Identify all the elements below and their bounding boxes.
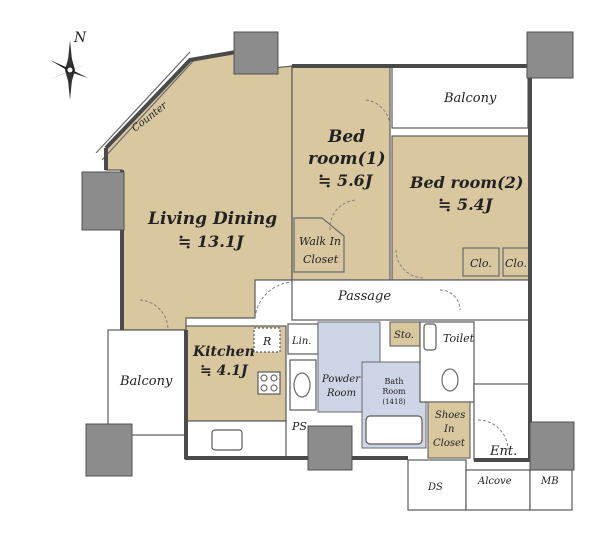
kitchen-size: ≒ 4.1J (200, 363, 249, 379)
closet-a (462, 247, 500, 277)
counter-line (101, 57, 197, 161)
walk-in-closet-line2: Closet (303, 253, 339, 266)
compass-north-label: N (73, 30, 87, 46)
bath-room-line2: Room (382, 387, 406, 396)
walk-in-closet (293, 217, 345, 273)
living-dining-name: Living Dining (147, 209, 277, 229)
linen-closet (287, 323, 319, 355)
refrigerator-space (253, 327, 281, 353)
shoes-in-closet (427, 401, 471, 459)
ds-space (407, 459, 467, 511)
powder-room-line2: Room (326, 388, 356, 399)
entrance-label: Ent. (489, 444, 517, 459)
walk-in-closet-line1: Walk In (299, 235, 341, 248)
toilet-icon (441, 368, 459, 392)
storage (389, 321, 421, 347)
bedroom-1-size: ≒ 5.6J (318, 171, 374, 190)
toilet-basin-icon (423, 323, 437, 351)
mb-space (529, 469, 573, 511)
balcony-top-label: Balcony (443, 91, 497, 106)
passage (291, 279, 531, 321)
storage-label: Sto. (394, 330, 414, 341)
refrigerator-label: R (262, 335, 271, 348)
pillar-top-right (526, 31, 574, 79)
pillar-left (81, 171, 125, 231)
bath-room-size: (1418) (382, 398, 406, 406)
alcove (465, 469, 531, 511)
kitchen-name: Kitchen (192, 344, 255, 360)
closet-a-label: Clo. (470, 257, 492, 270)
living-dining-room (105, 51, 293, 331)
closet-b-label: Clo. (505, 257, 527, 270)
shoes-closet-line3: Closet (433, 438, 466, 449)
balcony-left-label: Balcony (119, 374, 173, 389)
living-dining-size: ≒ 13.1J (178, 232, 245, 251)
stove-icon (257, 371, 281, 395)
entrance (473, 383, 531, 461)
pillar-top (233, 31, 279, 75)
linen-label: Lin. (291, 336, 311, 347)
compass-rose-icon (48, 40, 90, 100)
bedroom-1-name-line2: room(1) (308, 149, 386, 169)
sink-icon (211, 429, 243, 451)
mb-label: MB (540, 476, 559, 487)
balcony-left (107, 329, 187, 436)
washbasin-icon (293, 372, 311, 398)
ps-label: PS (291, 420, 307, 433)
shoes-closet-line1: Shoes (435, 410, 465, 421)
bedroom-2-name: Bed room(2) (409, 173, 523, 192)
alcove-label: Alcove (477, 476, 512, 487)
pillar-bottom-left (85, 423, 133, 477)
ds-label: DS (427, 482, 443, 493)
passage-label: Passage (337, 289, 391, 304)
bath-room-line1: Bath (384, 377, 403, 386)
powder-room-line1: Powder (321, 374, 361, 385)
bedroom-2-size: ≒ 5.4J (438, 195, 494, 214)
closet-b (502, 247, 530, 277)
door-swing (254, 281, 293, 319)
toilet-label: Toilet (443, 332, 475, 345)
bedroom-1-name-line1: Bed (327, 127, 365, 147)
bathtub-icon (365, 415, 423, 445)
pillar-bottom-right (529, 421, 575, 471)
pillar-bottom (307, 425, 353, 471)
shoes-closet-line2: In (443, 424, 454, 435)
